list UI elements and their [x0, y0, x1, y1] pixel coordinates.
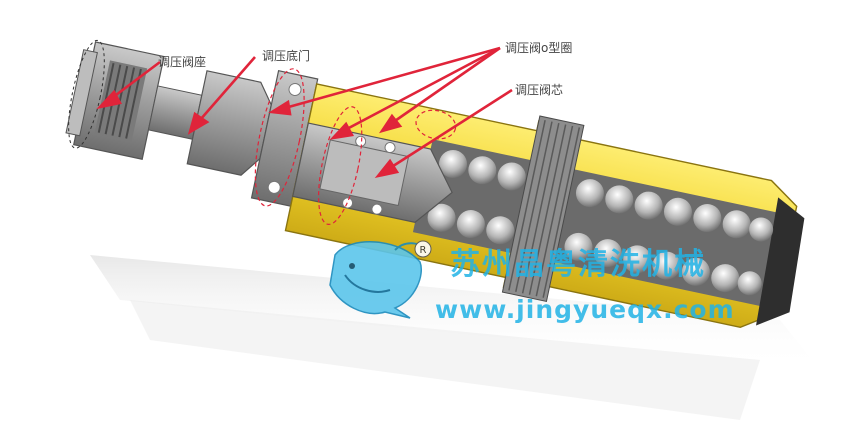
dolphin-logo-icon: R	[329, 240, 432, 319]
label-valve-seat: 调压阀座	[158, 54, 206, 69]
watermark-url: www.jingyueqx.com	[435, 295, 735, 324]
label-pressure-shell: 调压底门	[262, 48, 310, 63]
valve-assembly	[65, 39, 805, 329]
valve-core-piston	[292, 122, 453, 224]
trademark-mark: R	[420, 245, 427, 256]
label-valve-core: 调压阀芯	[515, 83, 563, 97]
label-oring: 调压阀o型圈	[505, 41, 572, 55]
watermark-company: 苏州晶粤清洗机械	[450, 247, 706, 282]
floor-reflection	[90, 255, 820, 420]
oring-highlights	[254, 68, 457, 225]
spring-coils	[427, 149, 774, 296]
callout-arrows	[96, 46, 513, 179]
